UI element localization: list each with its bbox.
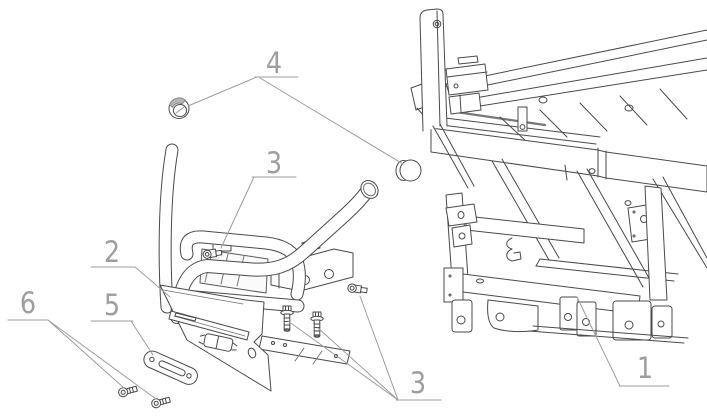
callout-label-1: 1 [636, 351, 654, 385]
chassis-frame [410, 8, 707, 344]
callout-leaders [7, 76, 670, 401]
bracket-plate [143, 350, 198, 385]
callout-label-4: 4 [265, 46, 283, 80]
bolt-lower-2 [310, 311, 324, 338]
callout-label-2: 2 [103, 235, 121, 269]
bolt-lower-3 [347, 283, 368, 294]
screw-2 [151, 396, 171, 409]
bolt-lower-1 [280, 305, 294, 332]
bolt-upper [202, 248, 223, 259]
bumper-assembly [118, 97, 422, 409]
screw-1 [118, 385, 138, 398]
end-cap-left [168, 97, 190, 119]
callout-label-5: 5 [103, 288, 121, 322]
callout-label-3-lower: 3 [409, 366, 427, 400]
end-cap-right [395, 159, 422, 182]
skid-plate [159, 284, 272, 392]
callout-label-6: 6 [19, 286, 37, 320]
callout-label-3-upper: 3 [265, 146, 283, 180]
